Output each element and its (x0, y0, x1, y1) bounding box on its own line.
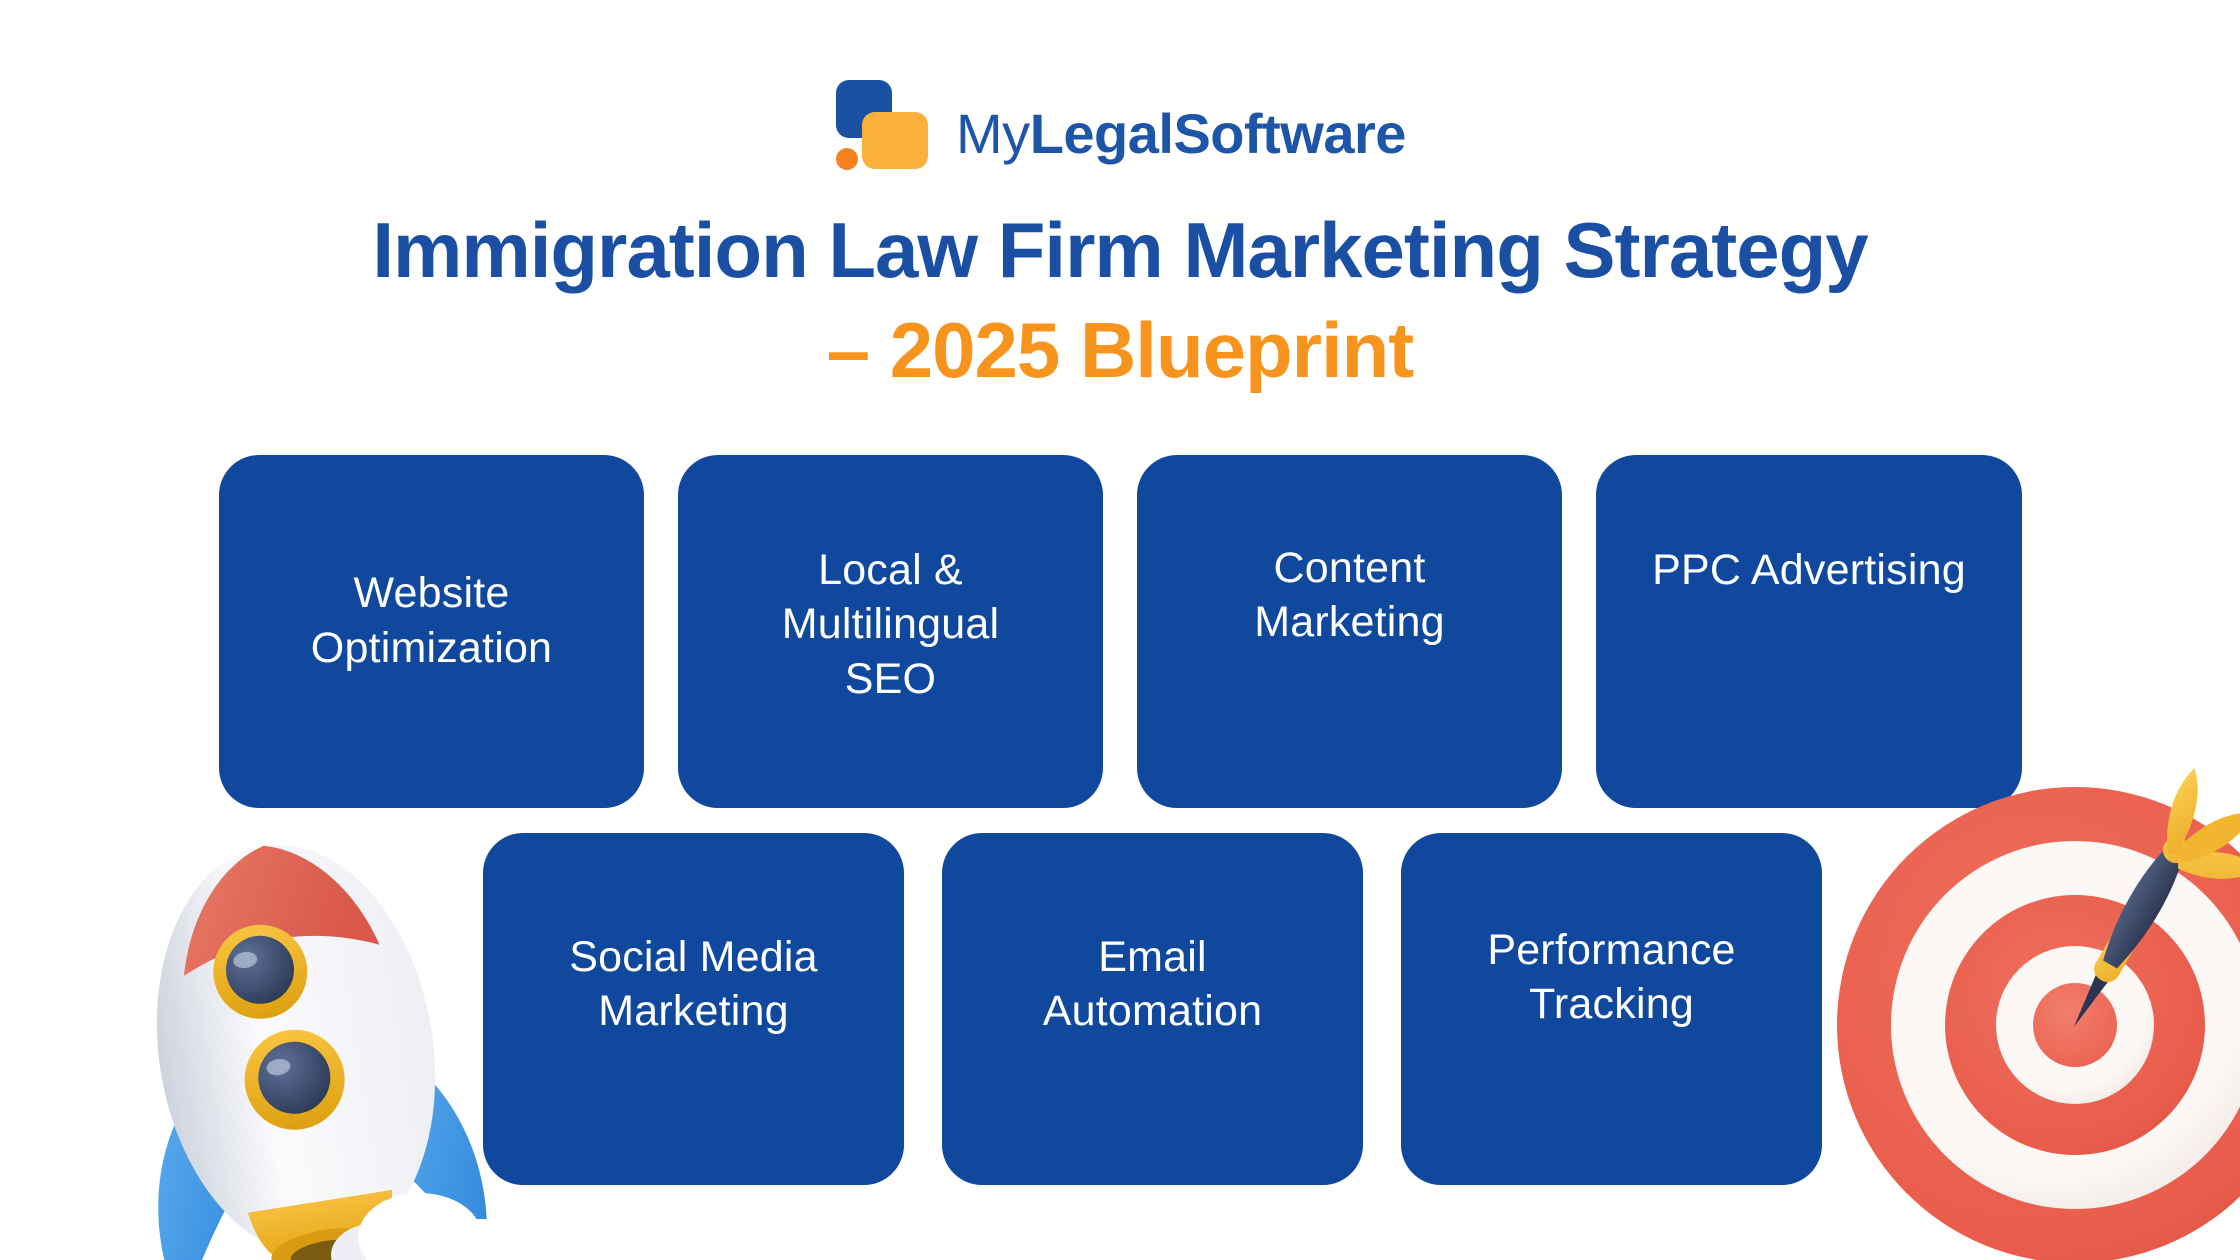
dart (2074, 768, 2240, 1027)
dart-tip (2074, 967, 2113, 1027)
dartboard-illustration (1837, 768, 2240, 1260)
rocket-smoke-cloud (331, 1193, 510, 1260)
card-performance-tracking: Performance Tracking (1401, 833, 1822, 1185)
rocket-window-top (213, 924, 308, 1019)
card-social-media-marketing: Social Media Marketing (483, 833, 904, 1185)
dart-barrel (2103, 848, 2183, 969)
card-website-optimization: Website Optimization (219, 455, 644, 808)
brand-prefix: My (956, 102, 1030, 165)
dart-flights (2167, 768, 2240, 879)
page-title: Immigration Law Firm Marketing Strategy … (0, 200, 2240, 400)
card-label: PPC Advertising (1652, 545, 1966, 594)
card-ppc-advertising: PPC Advertising (1596, 455, 2022, 808)
brand-suffix: LegalSoftware (1029, 102, 1407, 165)
title-line-1: Immigration Law Firm Marketing Strategy (372, 206, 1868, 294)
brand-logo: MyLegalSoftware (0, 80, 2240, 172)
title-line-2: – 2025 Blueprint (826, 306, 1415, 394)
card-label: Email Automation (1042, 932, 1263, 1035)
card-label: Local & Multilingual SEO (781, 546, 1000, 703)
rocket-illustration (156, 844, 510, 1260)
logo-orange-dot (836, 148, 859, 170)
card-email-automation: Email Automation (942, 833, 1363, 1185)
rocket-body-group (156, 844, 487, 1260)
card-label: Social Media Marketing (569, 932, 818, 1035)
brand-wordmark: MyLegalSoftware (956, 106, 1406, 162)
card-label: Content Marketing (1254, 543, 1445, 646)
mylegalsoftware-logo-icon (836, 80, 929, 170)
card-label: Website Optimization (310, 569, 553, 672)
logo-yellow-square (862, 112, 929, 169)
rocket-window-bottom (244, 1029, 345, 1130)
card-label: Performance Tracking (1487, 925, 1736, 1028)
card-content-marketing: Content Marketing (1137, 455, 1562, 808)
card-local-multilingual-seo: Local & Multilingual SEO (678, 455, 1103, 808)
